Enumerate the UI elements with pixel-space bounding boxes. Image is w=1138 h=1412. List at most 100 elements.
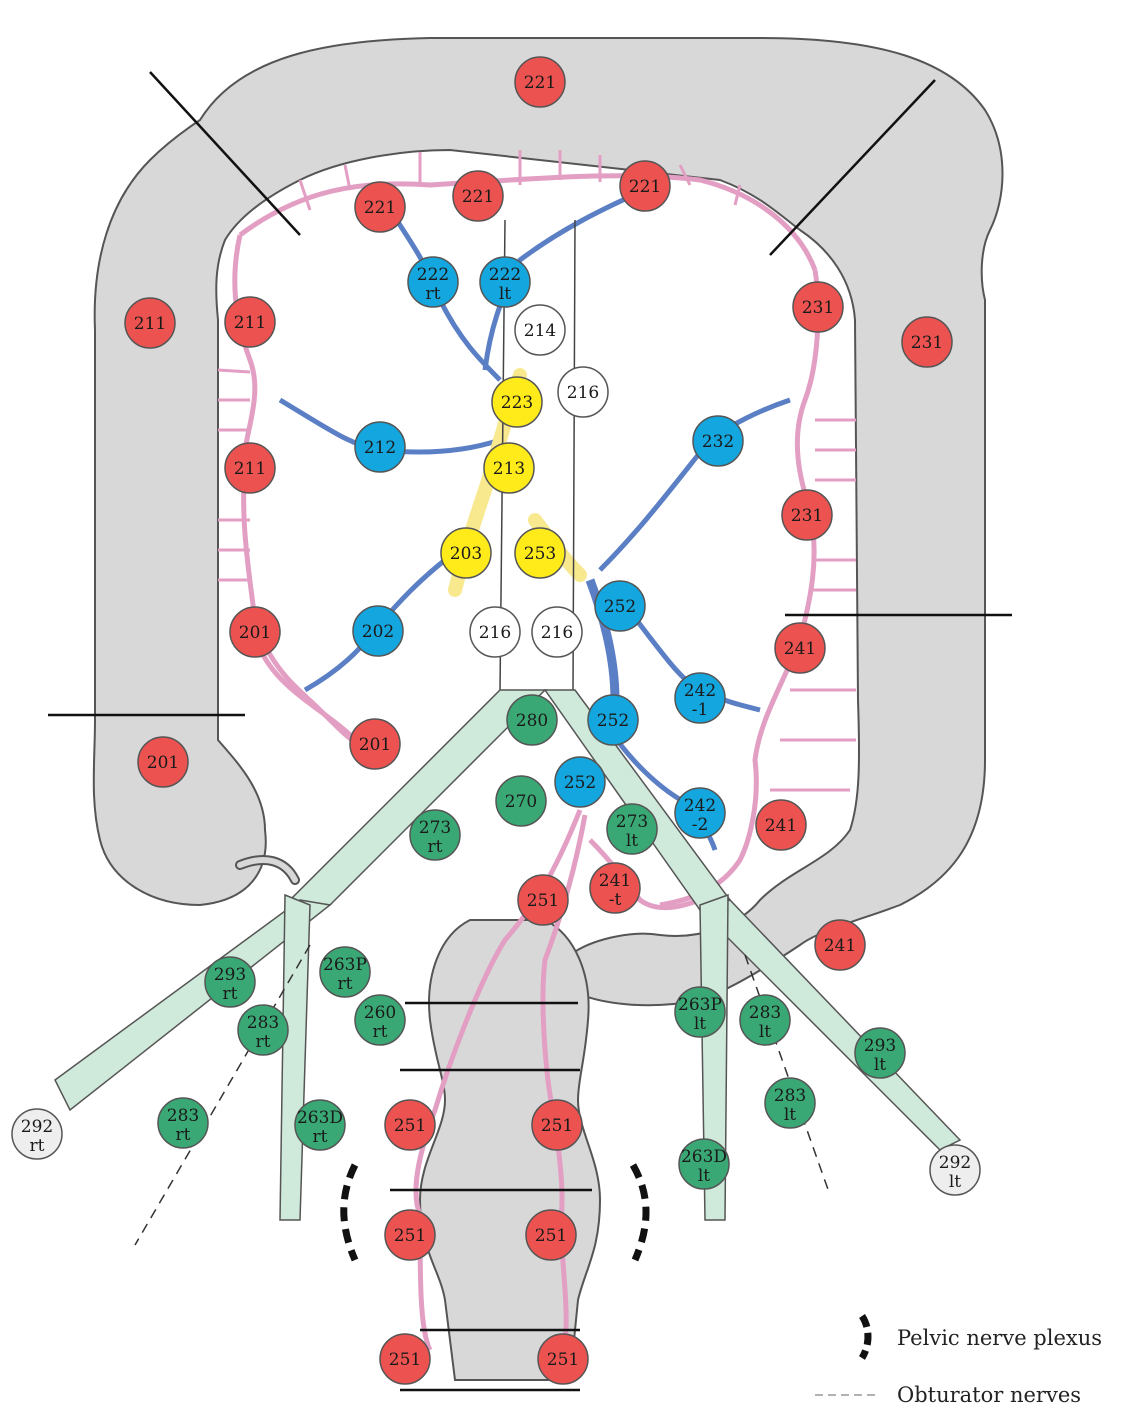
lymph-node-number: 241	[784, 639, 816, 659]
lymph-node-number: 263D	[681, 1147, 727, 1167]
lymph-node-number: 214	[524, 321, 556, 341]
lymph-node-side: rt	[373, 1022, 388, 1042]
lymph-node-side: lt	[626, 831, 638, 851]
lymph-node-number: 283	[749, 1003, 781, 1023]
lymph-node-side: rt	[338, 974, 353, 994]
lymph-node-221: 221	[355, 182, 405, 232]
lymph-node-number: 212	[364, 438, 396, 458]
lymph-node-293-lt: 293lt	[855, 1028, 905, 1078]
lymph-node-number: 241	[824, 936, 856, 956]
lymph-node-251: 251	[526, 1210, 576, 1260]
lymph-node-202: 202	[353, 606, 403, 656]
lymph-node-number: 203	[450, 544, 482, 564]
lymph-node-251: 251	[380, 1334, 430, 1384]
lymph-node-side: rt	[426, 284, 441, 304]
lymph-node-292-lt: 292lt	[930, 1145, 980, 1195]
lymph-node-211: 211	[225, 443, 275, 493]
lymph-node-number: 232	[702, 432, 734, 452]
lymph-node-283-lt: 283lt	[765, 1078, 815, 1128]
legend-pelvic-symbol	[862, 1316, 868, 1358]
lymph-node-222-rt: 222rt	[408, 257, 458, 307]
lymph-node-number: 222	[417, 265, 449, 285]
lymph-node-241: 241	[815, 920, 865, 970]
lymph-node-253: 253	[515, 528, 565, 578]
internal-iliac-right	[280, 895, 310, 1220]
lymph-node-number: 202	[362, 622, 394, 642]
lymph-node-side: lt	[784, 1105, 796, 1125]
lymph-node-213: 213	[484, 443, 534, 493]
lymph-node-number: 283	[247, 1013, 279, 1033]
colon-outline	[94, 38, 1003, 1005]
lymph-node-280: 280	[507, 695, 557, 745]
lymph-node-252: 252	[595, 581, 645, 631]
lymph-node-number: 273	[616, 812, 648, 832]
lymph-node-201: 201	[138, 737, 188, 787]
lymph-node-number: 216	[567, 383, 599, 403]
lymph-node-side: rt	[176, 1125, 191, 1145]
lymph-node-251: 251	[518, 875, 568, 925]
lymph-node-number: 263D	[297, 1108, 343, 1128]
legend-pelvic-label: Pelvic nerve plexus	[897, 1326, 1102, 1350]
lymph-node-side: lt	[698, 1166, 710, 1186]
lymph-node-number: 221	[462, 187, 494, 207]
lymph-node-number: 221	[364, 198, 396, 218]
lymph-node-side: lt	[949, 1172, 961, 1192]
lymph-node-number: 211	[134, 314, 166, 334]
lymph-node-201: 201	[230, 607, 280, 657]
lymph-node-number: 251	[389, 1350, 421, 1370]
lymph-node-251: 251	[385, 1210, 435, 1260]
lymph-node-number: 201	[239, 623, 271, 643]
lymph-node-number: 270	[505, 792, 537, 812]
lymph-node-number: 251	[394, 1116, 426, 1136]
lymph-node-251: 251	[532, 1100, 582, 1150]
lymph-node-number: 292	[939, 1153, 971, 1173]
lymph-node-number: 241	[599, 871, 631, 891]
lymph-node-number: 216	[541, 623, 573, 643]
lymph-node-number: 252	[604, 597, 636, 617]
lymph-node-number: 251	[394, 1226, 426, 1246]
lymph-node-201: 201	[350, 719, 400, 769]
lymph-node-side: -1	[692, 700, 709, 720]
lymph-node-242-2: 242-2	[675, 788, 725, 838]
lymph-node-232: 232	[693, 416, 743, 466]
lymph-node-side: rt	[256, 1032, 271, 1052]
lymph-node-number: 221	[629, 177, 661, 197]
lymph-node-216: 216	[558, 367, 608, 417]
lymph-node-number: 251	[535, 1226, 567, 1246]
lymph-node-number: 251	[547, 1350, 579, 1370]
lymph-node-number: 201	[359, 735, 391, 755]
pelvic-plexus-left	[633, 1165, 646, 1260]
lymph-node-241: 241	[775, 623, 825, 673]
lymph-node-223: 223	[492, 377, 542, 427]
lymph-node-number: 223	[501, 393, 533, 413]
lymph-node-number: 211	[234, 459, 266, 479]
lymph-node-side: lt	[499, 284, 511, 304]
lymph-node-214: 214	[515, 305, 565, 355]
lymph-node-216: 216	[532, 607, 582, 657]
lymph-node-221: 221	[515, 57, 565, 107]
lymph-node-number: 231	[911, 333, 943, 353]
lymph-node-212: 212	[355, 422, 405, 472]
lymph-node-side: rt	[313, 1127, 328, 1147]
lymph-node-number: 252	[597, 711, 629, 731]
pelvic-plexus-right	[344, 1165, 355, 1260]
lymph-node-number: 231	[791, 506, 823, 526]
vasa-recta-segment	[300, 180, 310, 210]
lymph-node-216: 216	[470, 607, 520, 657]
lymph-node-211: 211	[225, 297, 275, 347]
legend-obturator-label: Obturator nerves	[897, 1383, 1081, 1407]
lymph-node-221: 221	[620, 161, 670, 211]
lymph-node-273-rt: 273rt	[410, 810, 460, 860]
legend: Pelvic nerve plexus Obturator nerves	[815, 1316, 1102, 1407]
lymph-node-number: 242	[684, 681, 716, 701]
lymph-node-242-1: 242-1	[675, 673, 725, 723]
lymph-node-side: rt	[223, 984, 238, 1004]
lymph-node-side: lt	[759, 1022, 771, 1042]
lymph-node-number: 201	[147, 753, 179, 773]
